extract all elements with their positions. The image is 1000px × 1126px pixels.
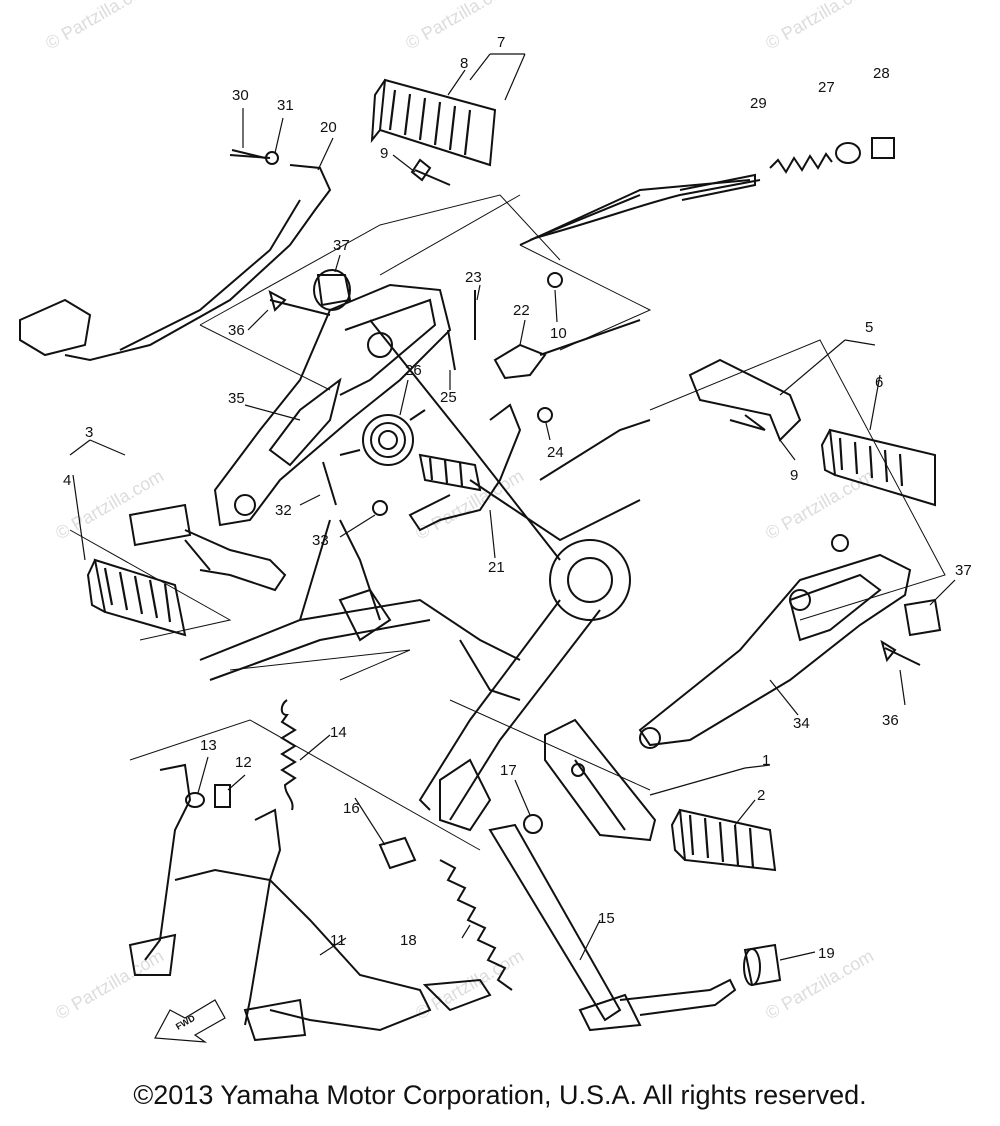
callout-21: 21 (488, 559, 505, 576)
callout-12: 12 (235, 754, 252, 771)
callout-6: 6 (875, 374, 883, 391)
callout-15: 15 (598, 910, 615, 927)
callout-26: 26 (405, 362, 422, 379)
callout-35: 35 (228, 390, 245, 407)
callout-19: 19 (818, 945, 835, 962)
callout-31: 31 (277, 97, 294, 114)
callout-9: 9 (380, 145, 388, 162)
pin-28 (871, 137, 895, 159)
left-footrest-3 (128, 503, 287, 592)
callout-4: 4 (63, 472, 71, 489)
watermark: © Partzilla.com (762, 0, 877, 53)
footrest-bracket-left (213, 283, 452, 527)
forward-arrow: FWD (154, 999, 226, 1043)
callout-34: 34 (793, 715, 810, 732)
spring-26 (339, 409, 426, 466)
callout-28: 28 (873, 65, 890, 82)
rear-brake-pedal (19, 154, 332, 362)
callout-16: 16 (343, 800, 360, 817)
watermark: © Partzilla.com (52, 945, 167, 1023)
bolt-36-right (880, 639, 921, 666)
footrest-rubber-4 (86, 558, 187, 637)
callout-3: 3 (85, 424, 93, 441)
bolt-9-right (744, 414, 766, 431)
callout-22: 22 (513, 302, 530, 319)
callout-32: 32 (275, 502, 292, 519)
collar-37-right (903, 598, 942, 637)
fwd-label: FWD (174, 1013, 197, 1032)
callout-7: 7 (497, 34, 505, 51)
callout-24: 24 (547, 444, 564, 461)
footrest-bracket-right (638, 553, 912, 749)
brake-rod (534, 173, 761, 356)
callout-8: 8 (460, 55, 468, 72)
watermarks: © Partzilla.com © Partzilla.com © Partzi… (42, 0, 877, 1023)
nut-right-upper (831, 534, 849, 552)
leader-lines (69, 53, 956, 961)
stopper-19 (743, 943, 782, 987)
callout-30: 30 (232, 87, 249, 104)
callout-37: 37 (333, 237, 350, 254)
bolt-12 (214, 784, 231, 808)
callout-labels: 30 31 20 7 8 9 29 27 28 37 36 23 22 10 2… (63, 34, 972, 962)
shift-shaft-21 (408, 403, 522, 532)
bolt-32 (322, 461, 388, 516)
side-stand-15 (488, 823, 737, 1032)
callout-9-right: 9 (790, 467, 798, 484)
nut-27 (835, 142, 861, 164)
callout-5: 5 (865, 319, 873, 336)
callout-33: 33 (312, 532, 329, 549)
rod-spring-29 (769, 152, 833, 174)
callout-23: 23 (465, 269, 482, 286)
bolt-16 (378, 836, 417, 870)
bolt-9-upper (410, 158, 451, 186)
callout-25: 25 (440, 389, 457, 406)
callout-1: 1 (762, 752, 770, 769)
watermark: © Partzilla.com (762, 465, 877, 543)
callout-20: 20 (320, 119, 337, 136)
callout-36-right: 36 (882, 712, 899, 729)
callout-13: 13 (200, 737, 217, 754)
right-footrest-1 (544, 718, 657, 842)
callout-18: 18 (400, 932, 417, 949)
footrest-rubber-6 (820, 428, 936, 507)
callout-14: 14 (330, 724, 347, 741)
assembly-outlines (69, 194, 946, 851)
small-parts-22-25 (447, 272, 563, 423)
copyright-notice: ©2013 Yamaha Motor Corporation, U.S.A. A… (133, 1080, 867, 1110)
nut-17 (523, 814, 543, 834)
callout-29: 29 (750, 95, 767, 112)
right-footrest-5 (688, 358, 802, 442)
footrest-rubber-upper (370, 78, 497, 167)
callout-2: 2 (757, 787, 765, 804)
stand-spring-18 (439, 859, 513, 991)
washer-13 (185, 792, 205, 808)
frame-section (199, 179, 751, 832)
bolt-36-upper (268, 290, 331, 316)
footrest-rubber-2 (670, 808, 777, 872)
main-stand-11 (128, 763, 492, 1042)
callout-11: 11 (330, 932, 346, 949)
callout-37-right: 37 (955, 562, 972, 579)
callout-10: 10 (550, 325, 567, 342)
bolt-30 (231, 149, 279, 165)
callout-36: 36 (228, 322, 245, 339)
callout-17: 17 (500, 762, 517, 779)
stand-spring-14 (280, 699, 297, 811)
watermark: © Partzilla.com (42, 0, 157, 53)
callout-27: 27 (818, 79, 835, 96)
